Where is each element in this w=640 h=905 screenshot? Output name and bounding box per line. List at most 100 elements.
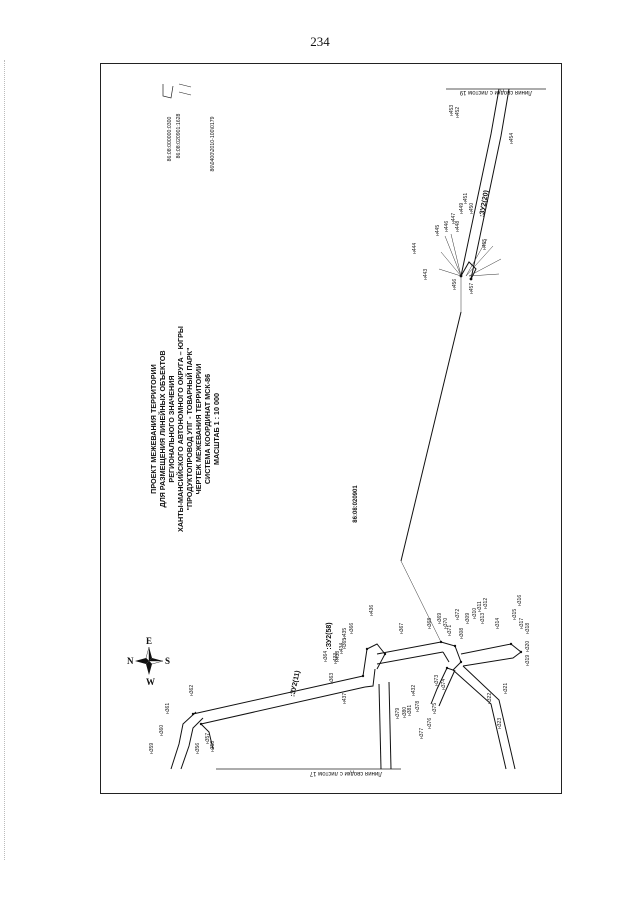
point-n437: н437 xyxy=(342,693,348,704)
point-n366: н366 xyxy=(349,623,355,634)
legend-cadastral-2: 86:08:020901:1628 xyxy=(176,114,182,159)
point-n434: н434 xyxy=(339,643,345,654)
point-n378: н378 xyxy=(415,701,421,712)
point-n365: н365 xyxy=(342,638,348,649)
point-n376: н376 xyxy=(427,718,433,729)
point-n444: н444 xyxy=(412,243,418,254)
svg-text::ЗУ2(58): :ЗУ2(58) xyxy=(326,622,333,649)
point-n452: н452 xyxy=(455,107,461,118)
point-n377: н377 xyxy=(419,728,425,739)
pipeline-strips xyxy=(170,88,522,770)
point-n369: н369 xyxy=(437,613,443,624)
point-n311: н311 xyxy=(477,601,483,612)
point-n371: н371 xyxy=(447,625,453,636)
point-n368: н368 xyxy=(427,618,433,629)
compass-rose: N E S W xyxy=(127,636,170,687)
point-n454: н454 xyxy=(509,133,515,144)
point-n313: н313 xyxy=(480,613,486,624)
point-n363: н363 xyxy=(329,673,335,684)
svg-text:Линия сводки с листом 17: Линия сводки с листом 17 xyxy=(309,770,382,776)
svg-text:86:08:020901:1628: 86:08:020901:1628 xyxy=(176,114,182,159)
point-n361: н361 xyxy=(165,703,171,714)
title-line-1: ПРОЕКТ МЕЖЕВАНИЯ ТЕРРИТОРИИ xyxy=(149,364,158,494)
point-n445: н445 xyxy=(435,225,441,236)
vertex-markers xyxy=(191,274,523,726)
point-n312: н312 xyxy=(483,598,489,609)
svg-text:86:08:020901: 86:08:020901 xyxy=(353,485,359,523)
survey-drawing: ПРОЕКТ МЕЖЕВАНИЯ ТЕРРИТОРИИ ДЛЯ РАЗМЕЩЕН… xyxy=(127,83,546,776)
point-n450: н450 xyxy=(469,203,475,214)
point-n372: н372 xyxy=(455,609,461,620)
zone-zu2-11: :ЗУ2(11) xyxy=(289,670,301,698)
compass-north: N xyxy=(127,656,134,666)
title-line-3: РЕГИОНАЛЬНОГО ЗНАЧЕНИЯ xyxy=(167,375,176,482)
point-n310: н310 xyxy=(472,608,478,619)
point-n318: н318 xyxy=(525,623,531,634)
point-n435: н435 xyxy=(342,628,348,639)
point-n314: н314 xyxy=(495,618,501,629)
compass-south: S xyxy=(165,656,170,666)
point-n320: н320 xyxy=(525,641,531,652)
svg-text:Линия сводки с листом 19: Линия сводки с листом 19 xyxy=(459,89,532,95)
legend-cadastral-1: 86:08:000000:0300 xyxy=(167,117,173,162)
point-n443: н443 xyxy=(423,269,429,280)
point-n433: н433 xyxy=(333,653,339,664)
compass-east: E xyxy=(146,636,152,646)
point-n359: н359 xyxy=(149,743,155,754)
svg-text::ЗУ2(11): :ЗУ2(11) xyxy=(289,670,301,698)
point-n322: н322 xyxy=(487,693,493,704)
point-n321: н321 xyxy=(503,683,509,694)
point-n375: н375 xyxy=(432,703,438,714)
binding-margin-line xyxy=(4,60,6,860)
point-n456: н456 xyxy=(452,279,458,290)
point-n449: н449 xyxy=(459,203,465,214)
point-n436: н436 xyxy=(369,605,375,616)
compass-west: W xyxy=(146,677,155,687)
title-line-8: МАСШТАБ 1 : 10 000 xyxy=(212,393,221,465)
point-n315: н315 xyxy=(512,609,518,620)
legend-symbol xyxy=(162,83,192,99)
point-n381: н381 xyxy=(407,705,413,716)
point-n357: н357 xyxy=(205,733,211,744)
point-n358: н358 xyxy=(210,741,216,752)
point-n367: н367 xyxy=(399,623,405,634)
point-n447: н447 xyxy=(451,213,457,224)
point-n308: н308 xyxy=(459,628,465,639)
thin-connector-lines xyxy=(400,233,502,643)
point-n374: н374 xyxy=(441,679,447,690)
point-n432: н432 xyxy=(411,685,417,696)
point-n323: н323 xyxy=(497,718,503,729)
point-n379: н379 xyxy=(395,708,401,719)
point-n446: н446 xyxy=(444,221,450,232)
point-n356: н356 xyxy=(195,743,201,754)
point-n451: н451 xyxy=(463,193,469,204)
svg-text::ЗУ2(20): :ЗУ2(20) xyxy=(479,190,491,218)
zone-zu2-20: :ЗУ2(20) xyxy=(479,190,491,218)
match-line-sheet-19: Линия сводки с листом 19 xyxy=(446,88,546,95)
title-block: ПРОЕКТ МЕЖЕВАНИЯ ТЕРРИТОРИИ ДЛЯ РАЗМЕЩЕН… xyxy=(149,326,221,532)
point-n380: н380 xyxy=(402,707,408,718)
point-n373: н373 xyxy=(434,675,440,686)
point-n309: н309 xyxy=(465,613,471,624)
point-n362: н362 xyxy=(189,685,195,696)
legend-cadastral-3: 86\0400\2010-100\0179 xyxy=(210,116,216,171)
page-number: 234 xyxy=(310,34,330,49)
point-n370: н370 xyxy=(443,618,449,629)
zone-zu2-58: :ЗУ2(58) xyxy=(326,622,333,649)
title-line-5: "ПРОДУКТОПРОВОД УПГ - ТОВАРНЫЙ ПАРК" xyxy=(185,348,194,511)
point-n455: н455 xyxy=(482,239,488,250)
title-line-4: ХАНТЫ-МАНСИЙСКОГО АВТОНОМНОГО ОКРУГА – Ю… xyxy=(176,326,185,532)
point-n316: н316 xyxy=(517,595,523,606)
svg-text:86\0400\2010-100\0179: 86\0400\2010-100\0179 xyxy=(210,116,216,171)
title-line-7: СИСТЕМА КООРДИНАТ МСК-86 xyxy=(203,374,212,484)
point-n457: н457 xyxy=(469,283,475,294)
svg-text:86:08:000000:0300: 86:08:000000:0300 xyxy=(167,117,173,162)
drawing-frame: ПРОЕКТ МЕЖЕВАНИЯ ТЕРРИТОРИИ ДЛЯ РАЗМЕЩЕН… xyxy=(100,63,562,794)
point-n453: н453 xyxy=(449,105,455,116)
match-line-sheet-17: Линия сводки с листом 17 xyxy=(216,768,401,776)
point-n364: н364 xyxy=(323,651,329,662)
point-n317: н317 xyxy=(519,618,525,629)
point-n438: н438 xyxy=(335,651,341,662)
point-n360: н360 xyxy=(159,725,165,736)
quarter-cadastral-number: 86:08:020901 xyxy=(353,485,359,523)
